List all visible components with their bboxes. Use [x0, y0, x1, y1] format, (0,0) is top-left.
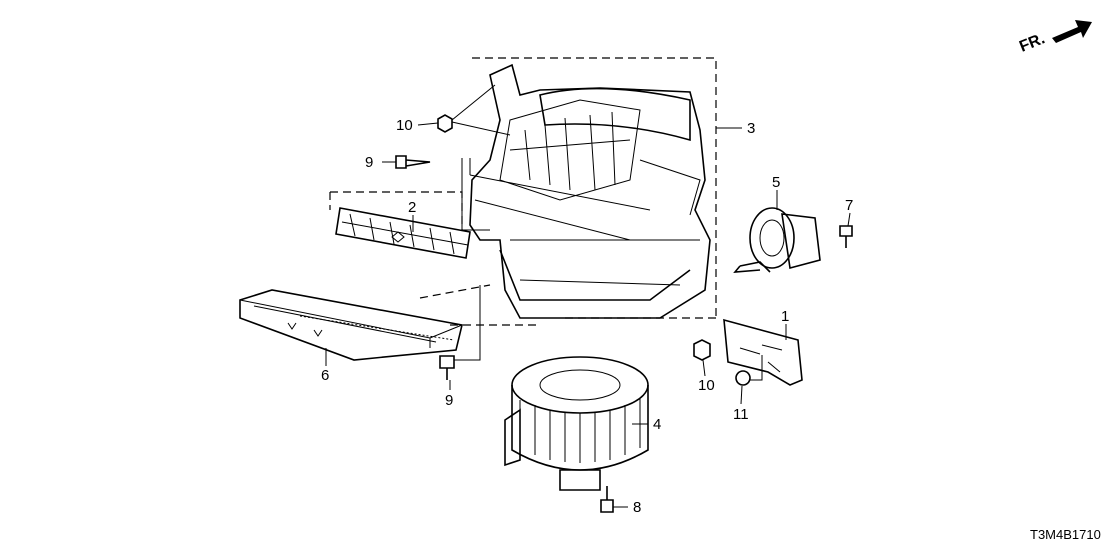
arrow-icon	[1052, 20, 1092, 43]
blower-motor	[504, 356, 649, 491]
callout-11: 11	[733, 406, 749, 423]
air-filter	[239, 289, 463, 361]
nut-icon	[437, 114, 453, 133]
callout-7: 7	[845, 197, 853, 214]
screw-icon	[439, 355, 455, 380]
callout-3: 3	[747, 120, 755, 137]
callout-9: 9	[365, 154, 373, 171]
diagram-code: T3M4B1710	[1030, 527, 1101, 542]
screw-icon	[600, 486, 614, 513]
callout-4: 4	[653, 416, 661, 433]
nut-icon	[735, 370, 751, 386]
callout-5: 5	[772, 174, 780, 191]
callout-1: 1	[781, 308, 789, 325]
nut-icon	[693, 339, 711, 361]
callout-8: 8	[633, 499, 641, 516]
mode-motor	[733, 207, 821, 273]
screw-icon	[839, 225, 853, 248]
bracket	[723, 318, 803, 386]
heater-unit-housing	[469, 57, 717, 319]
callout-10: 10	[396, 117, 413, 134]
fasteners	[395, 114, 853, 513]
svg-text:FR.: FR.	[1017, 30, 1047, 55]
callout-6: 6	[321, 367, 329, 384]
callout-9: 9	[445, 392, 453, 409]
callout-10: 10	[698, 377, 715, 394]
screw-icon	[395, 155, 431, 169]
callout-2: 2	[408, 199, 416, 216]
filter-lid	[335, 207, 471, 259]
front-direction-marker: FR.	[1017, 20, 1092, 56]
